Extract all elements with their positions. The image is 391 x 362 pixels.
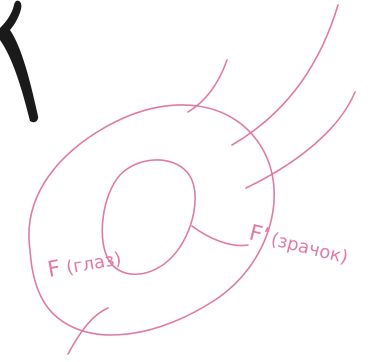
eye-outer-ring bbox=[28, 104, 275, 336]
pupil-leader-line bbox=[191, 225, 249, 247]
hair-curve-3 bbox=[245, 91, 356, 189]
pupil-label-symbol: F’ bbox=[247, 221, 272, 250]
dark-arc-shape bbox=[0, 0, 39, 123]
eye-label-symbol: F bbox=[46, 256, 63, 283]
pupil-label: F’(зрачок) bbox=[247, 221, 351, 270]
svg-text:F(глаз): F(глаз) bbox=[46, 245, 123, 283]
pupil-label-text: (зрачок) bbox=[269, 229, 350, 268]
svg-text:F’(зрачок): F’(зрачок) bbox=[247, 221, 351, 270]
eye-label: F(глаз) bbox=[46, 245, 123, 283]
eye-leader-line bbox=[67, 307, 109, 355]
hair-curve-1 bbox=[187, 59, 228, 113]
hair-curve-2 bbox=[231, 4, 339, 146]
eye-label-text: (глаз) bbox=[65, 248, 123, 278]
pupil-inner-ring bbox=[101, 159, 196, 276]
